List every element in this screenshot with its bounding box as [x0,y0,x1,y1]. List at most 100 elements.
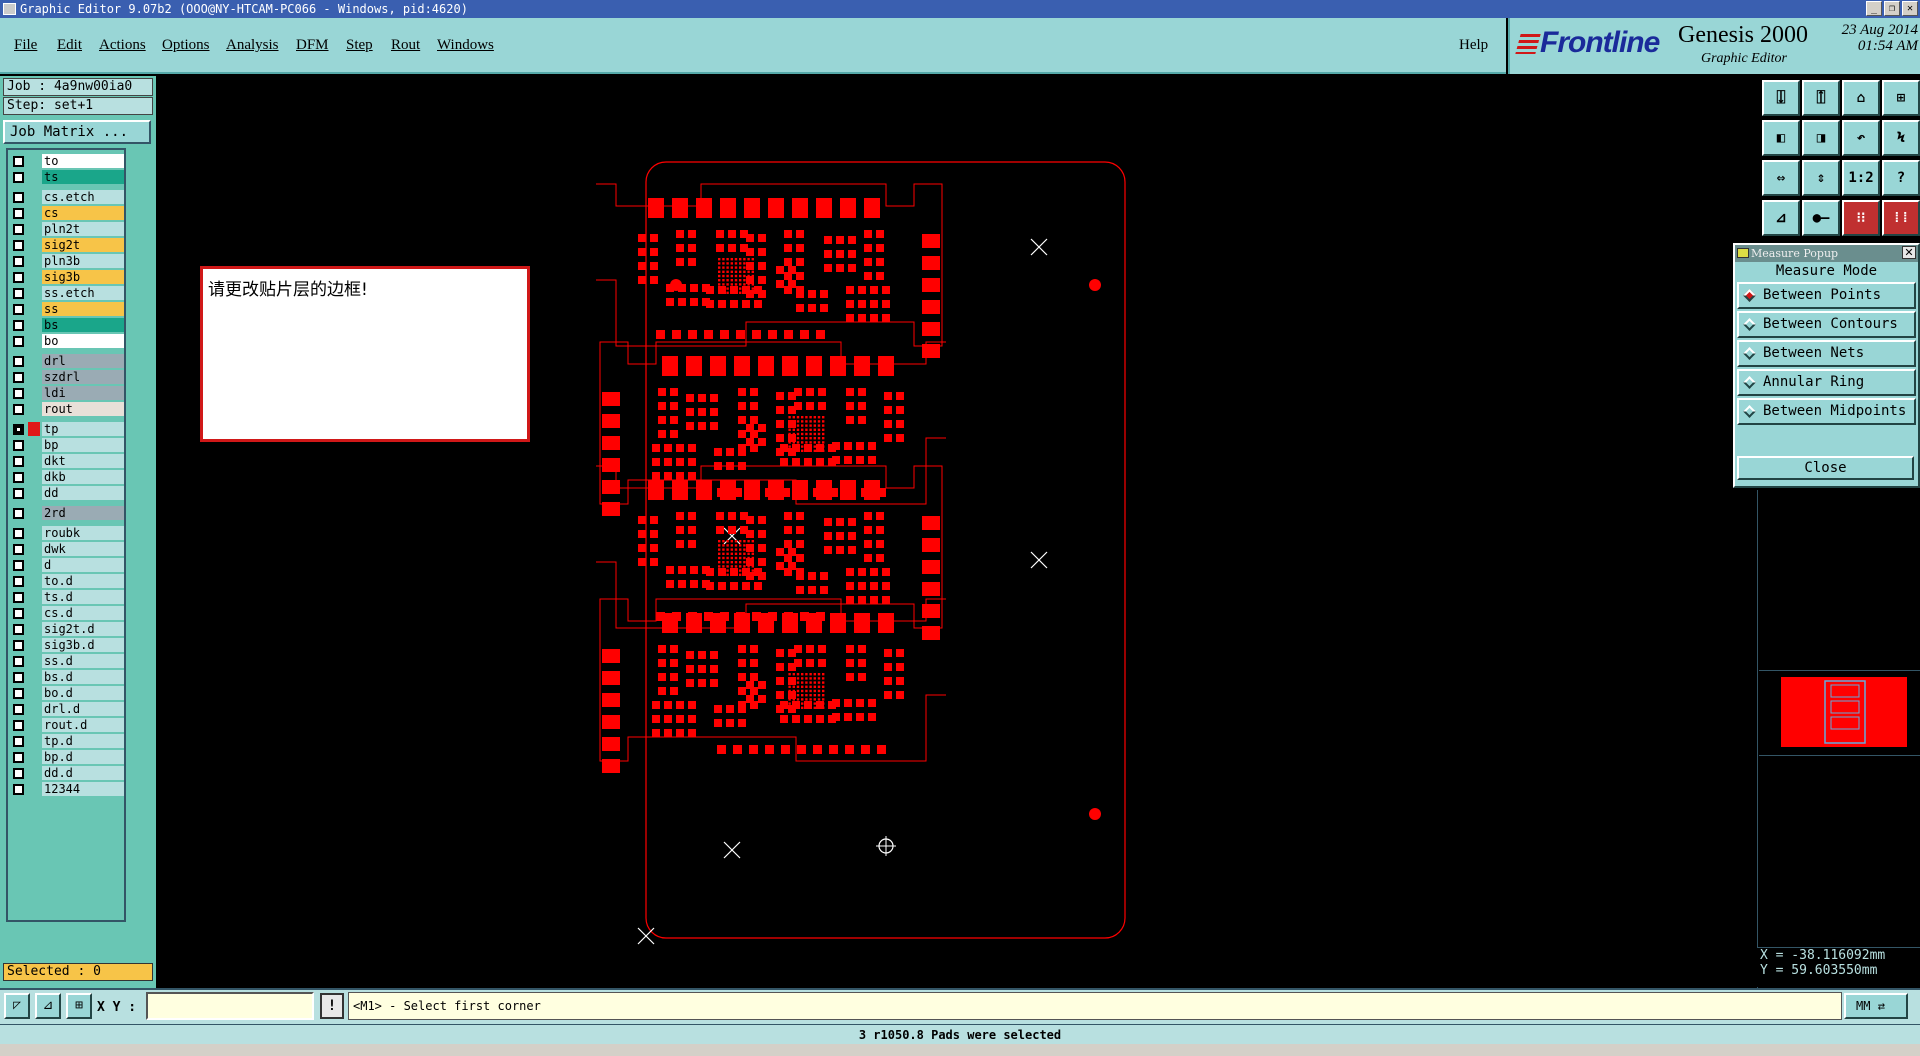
layer-row-cs-etch[interactable]: cs.etch [10,190,124,204]
layer-name[interactable]: dd [42,486,124,500]
layer-row-drl-d[interactable]: drl.d [10,702,124,716]
measure-option-annular-ring[interactable]: Annular Ring [1737,369,1916,396]
layer-row-pln3b[interactable]: pln3b [10,254,124,268]
scale-icon[interactable]: 1:2 [1842,160,1880,196]
layer-name[interactable]: cs.d [42,606,124,620]
layer-name[interactable]: bo.d [42,686,124,700]
grid-icon[interactable]: ⊞ [1882,80,1920,116]
layer-row-ts-d[interactable]: ts.d [10,590,124,604]
layer-row-bp-d[interactable]: bp.d [10,750,124,764]
layer-checkbox[interactable] [13,224,24,235]
layer-row-cs[interactable]: cs [10,206,124,220]
save-icon[interactable]: ⍐ [1802,80,1840,116]
layer-name[interactable]: bo [42,334,124,348]
layer-checkbox[interactable] [13,472,24,483]
menu-analysis[interactable]: Analysis [226,37,279,53]
layer-row-bo-d[interactable]: bo.d [10,686,124,700]
layer-checkbox[interactable] [13,272,24,283]
layer-name[interactable]: rout.d [42,718,124,732]
layer-name[interactable]: ss.d [42,654,124,668]
pin-icon[interactable]: ●— [1802,200,1840,236]
layer-row-tp[interactable]: tp [10,422,124,436]
layer-row-sig2t-d[interactable]: sig2t.d [10,622,124,636]
layer-checkbox[interactable] [13,528,24,539]
layer-row-sig2t[interactable]: sig2t [10,238,124,252]
home-icon[interactable]: ⌂ [1842,80,1880,116]
layer-row-tp-d[interactable]: tp.d [10,734,124,748]
layer-checkbox[interactable] [13,256,24,267]
layer-name[interactable]: bs.d [42,670,124,684]
snap-grid-icon[interactable]: ⊞ [66,993,92,1019]
layer-checkbox[interactable] [13,336,24,347]
layer-checkbox[interactable] [13,752,24,763]
layer-name[interactable]: dd.d [42,766,124,780]
layer-name[interactable]: dwk [42,542,124,556]
prev-icon[interactable]: ◧ [1762,120,1800,156]
layer-name[interactable]: tp [42,422,124,436]
layer-name[interactable]: d [42,558,124,572]
layer-name[interactable]: cs.etch [42,190,124,204]
layer-name[interactable]: 2rd [42,506,124,520]
layer-row-bs-d[interactable]: bs.d [10,670,124,684]
layer-name[interactable]: to.d [42,574,124,588]
layer-checkbox[interactable] [13,576,24,587]
menu-help[interactable]: Help [1459,37,1489,53]
layer-name[interactable]: ldi [42,386,124,400]
layer-name[interactable]: dkb [42,470,124,484]
layer-name[interactable]: bp [42,438,124,452]
close-window-button[interactable]: ✕ [1902,1,1918,16]
layer-checkbox[interactable] [13,456,24,467]
layer-checkbox[interactable] [13,608,24,619]
layer-checkbox[interactable] [13,624,24,635]
layer-row-12344[interactable]: 12344 [10,782,124,796]
menu-windows[interactable]: Windows [437,37,494,53]
layer-row-rout[interactable]: rout [10,402,124,416]
layer-name[interactable]: 12344 [42,782,124,796]
layer-name[interactable]: bp.d [42,750,124,764]
layer-checkbox[interactable] [13,288,24,299]
layer-checkbox[interactable] [13,320,24,331]
layer-row-sig3b-d[interactable]: sig3b.d [10,638,124,652]
layer-name[interactable]: drl [42,354,124,368]
layer-name[interactable]: bs [42,318,124,332]
layer-row-dd-d[interactable]: dd.d [10,766,124,780]
layer-name[interactable]: drl.d [42,702,124,716]
layer-row-rout-d[interactable]: rout.d [10,718,124,732]
layer-checkbox[interactable] [13,672,24,683]
layer-row-2rd[interactable]: 2rd [10,506,124,520]
job-matrix-button[interactable]: Job Matrix ... [3,120,151,144]
layer-checkbox[interactable] [13,404,24,415]
layer-checkbox[interactable] [13,544,24,555]
layer-row-sig3b[interactable]: sig3b [10,270,124,284]
minimize-button[interactable]: _ [1866,1,1882,16]
route-icon[interactable]: ⁞⁞ [1882,200,1920,236]
layer-checkbox[interactable] [13,508,24,519]
layer-checkbox[interactable] [13,592,24,603]
measure-popup-title-bar[interactable]: Measure Popup ✕ [1735,245,1918,262]
layer-row-ss-d[interactable]: ss.d [10,654,124,668]
net-icon[interactable]: ⁝⁝ [1842,200,1880,236]
layer-checkbox[interactable] [13,356,24,367]
layer-row-dd[interactable]: dd [10,486,124,500]
layer-name[interactable]: szdrl [42,370,124,384]
layer-name[interactable]: dkt [42,454,124,468]
zoom-h-icon[interactable]: ⇕ [1802,160,1840,196]
layer-row-bo[interactable]: bo [10,334,124,348]
undo-icon[interactable]: ↶ [1842,120,1880,156]
layer-name[interactable]: ts [42,170,124,184]
layer-checkbox[interactable] [13,304,24,315]
menu-actions[interactable]: Actions [99,37,146,53]
xy-input[interactable] [146,992,314,1020]
measure-option-between-contours[interactable]: Between Contours [1737,311,1916,338]
layer-row-to-d[interactable]: to.d [10,574,124,588]
layer-checkbox[interactable] [13,768,24,779]
layer-checkbox[interactable] [13,688,24,699]
layer-name[interactable]: sig3b.d [42,638,124,652]
open-icon[interactable]: ⍗ [1762,80,1800,116]
help-icon[interactable]: ? [1882,160,1920,196]
layer-row-dkt[interactable]: dkt [10,454,124,468]
layer-name[interactable]: cs [42,206,124,220]
layer-checkbox[interactable] [13,560,24,571]
menu-options[interactable]: Options [162,37,210,53]
layer-name[interactable]: pln2t [42,222,124,236]
